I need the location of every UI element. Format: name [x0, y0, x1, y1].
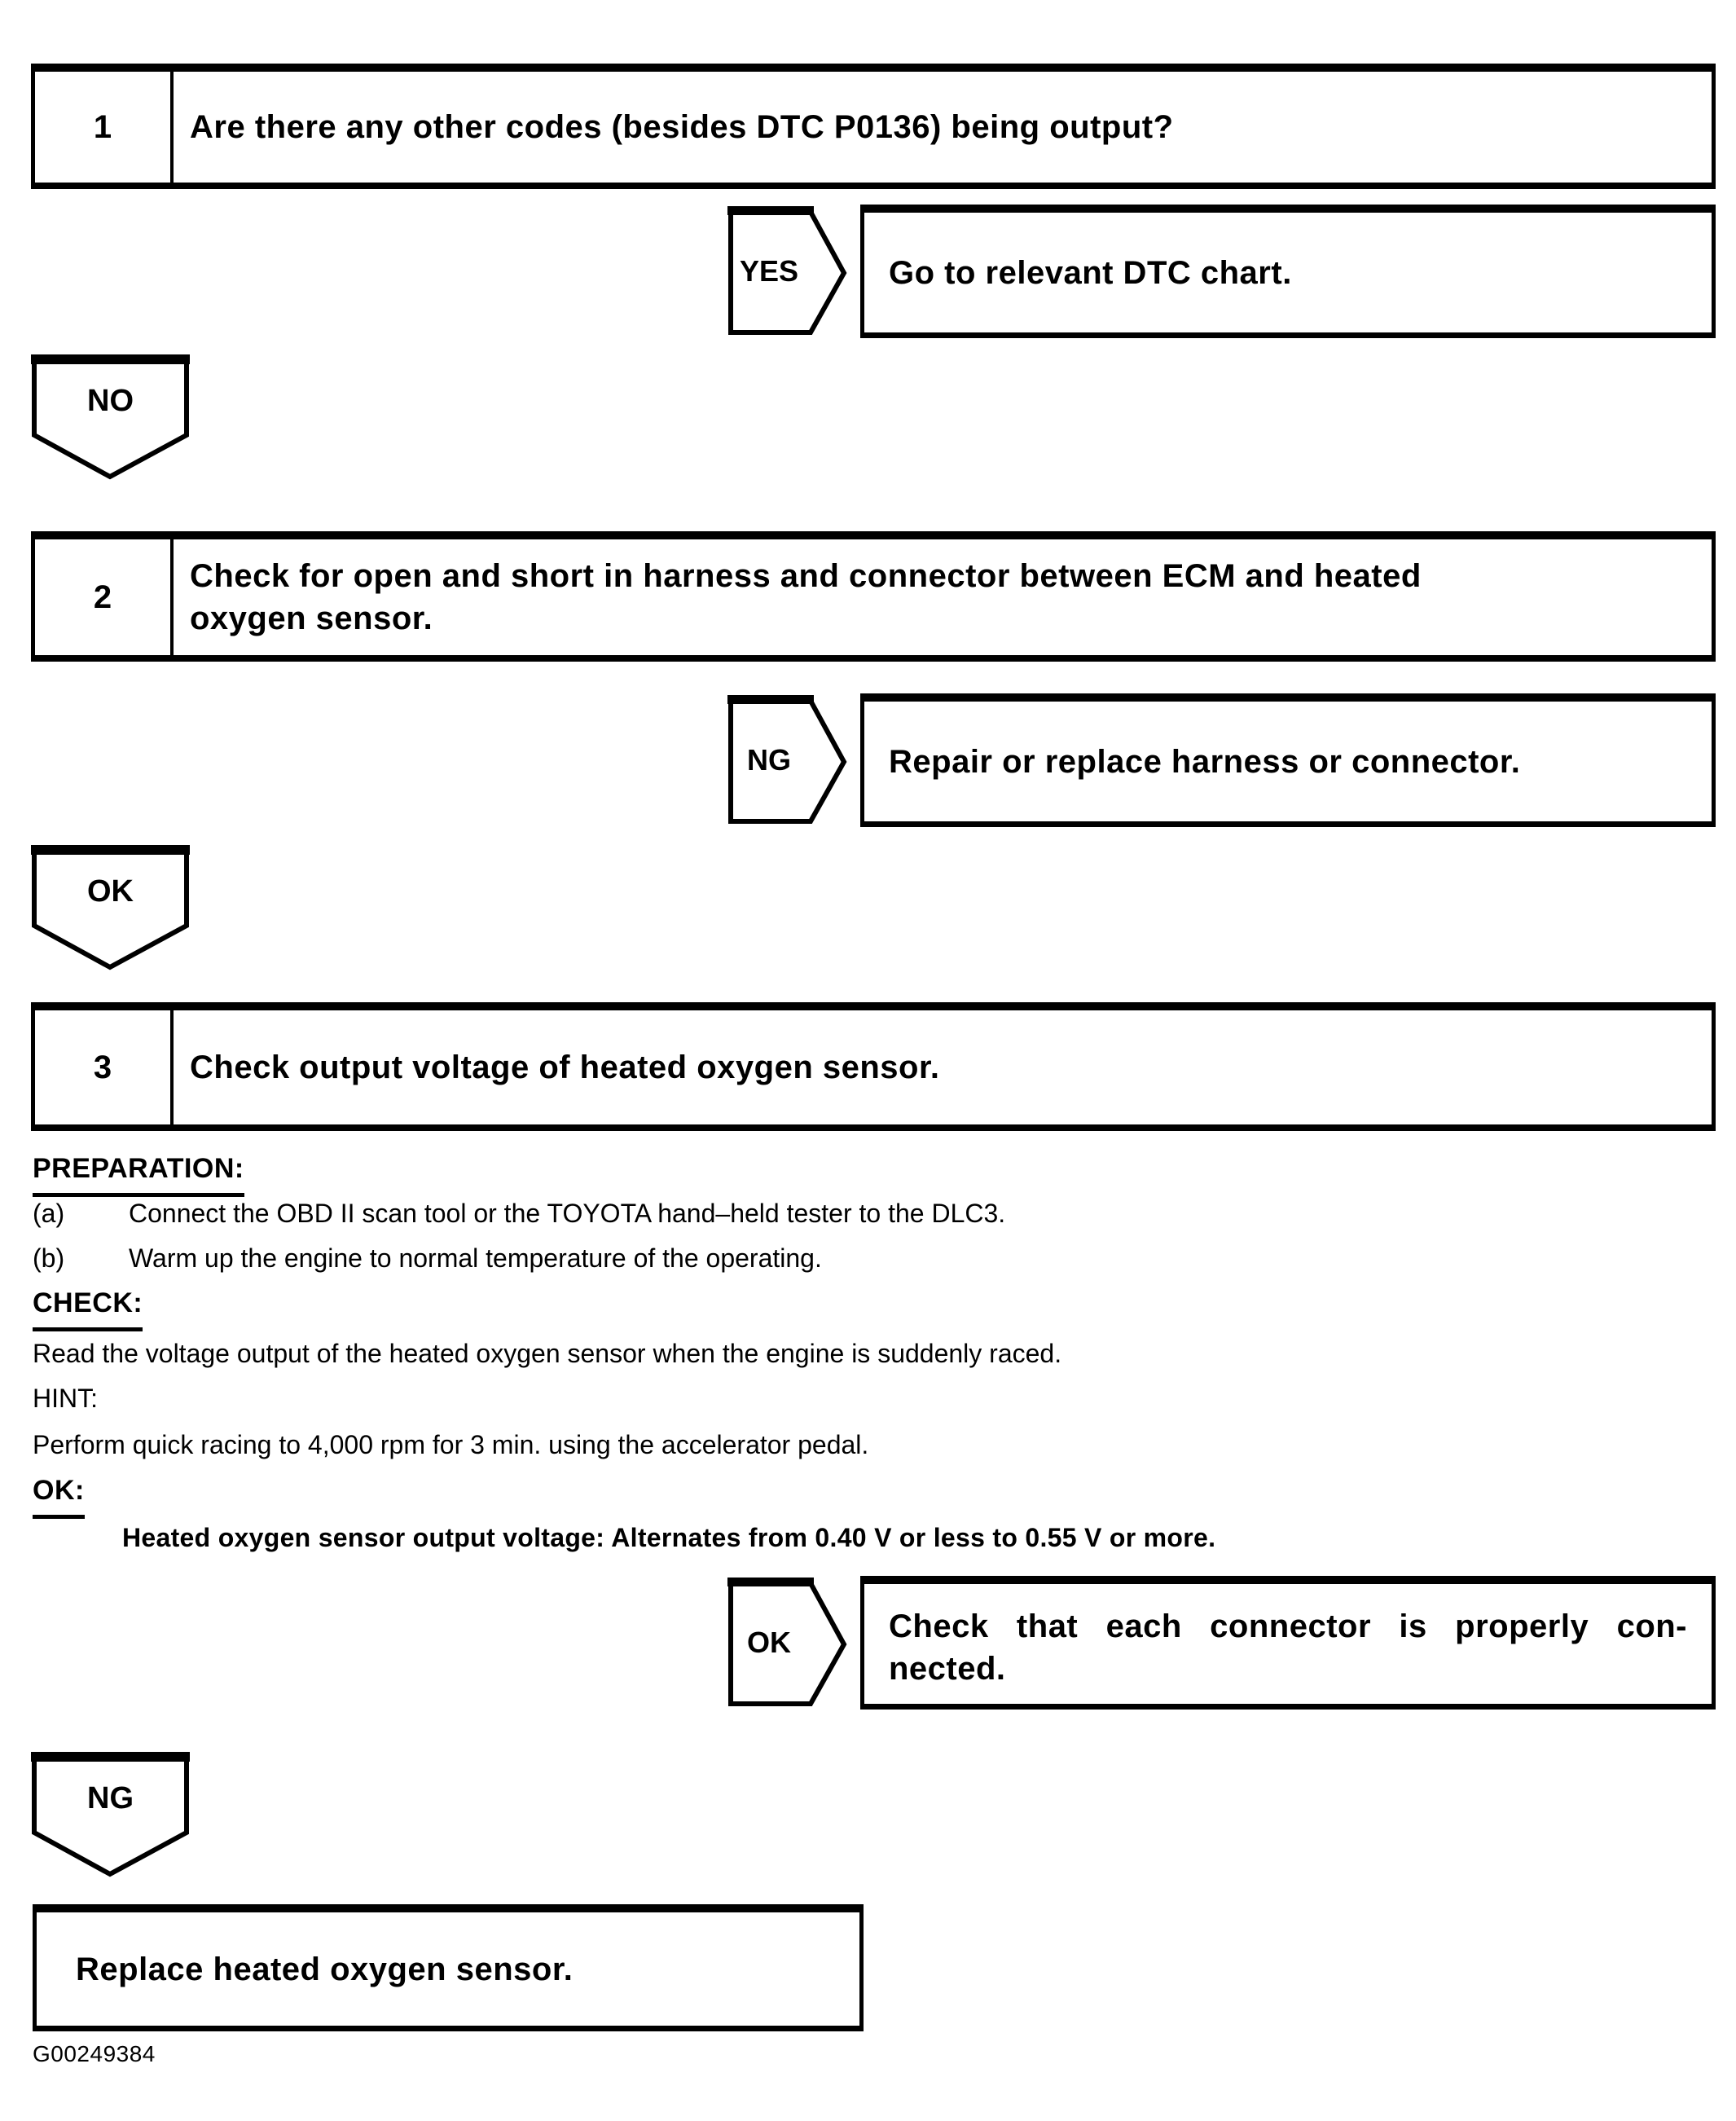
final-action-box: Replace heated oxygen sensor.	[33, 1904, 864, 2031]
hint-text: Perform quick racing to 4,000 rpm for 3 …	[33, 1430, 869, 1459]
ok-spec-text: Heated oxygen sensor output voltage: Alt…	[122, 1523, 1216, 1552]
item-a-label: (a)	[33, 1199, 65, 1228]
hint-text-line: Perform quick racing to 4,000 rpm for 3 …	[33, 1428, 868, 1462]
yes-connector-label: YES	[739, 254, 799, 288]
step-2-box: 2 Check for open and short in harness an…	[31, 531, 1716, 662]
pentagon-down-shape	[31, 845, 190, 970]
ok-connector-right: OK	[727, 1578, 848, 1708]
step-2-title: Check for open and short in harness and …	[174, 539, 1712, 655]
step-3-box: 3 Check output voltage of heated oxygen …	[31, 1002, 1716, 1131]
check-heading: CHECK:	[33, 1286, 143, 1331]
final-action-text: Replace heated oxygen sensor.	[76, 1951, 574, 1987]
check-heading-line: CHECK:	[33, 1286, 143, 1331]
item-b-text: Warm up the engine to normal temperature…	[129, 1243, 822, 1273]
step-1-title: Are there any other codes (besides DTC P…	[174, 72, 1712, 183]
ok-heading: OK:	[33, 1473, 85, 1519]
check-text-line: Read the voltage output of the heated ox…	[33, 1336, 1061, 1371]
step-1-title-line-1: Are there any other codes (besides DTC P…	[190, 109, 1174, 145]
ng-connector-down: NG	[31, 1752, 190, 1880]
pentagon-right-shape	[727, 695, 847, 824]
ok-connector-right-label: OK	[747, 1626, 791, 1659]
hint-heading-line: HINT:	[33, 1381, 98, 1415]
ng-connector-down-label: NG	[87, 1781, 134, 1815]
pentagon-right-shape	[727, 1578, 847, 1706]
preparation-heading-line: PREPARATION:	[33, 1151, 244, 1197]
pentagon-down-shape	[31, 354, 190, 480]
figure-id: G00249384	[33, 2041, 156, 2066]
ok-connector-down-label: OK	[87, 874, 134, 909]
step-3-number: 3	[35, 1010, 174, 1124]
step-3-title: Check output voltage of heated oxygen se…	[174, 1010, 1712, 1124]
ok-heading-line: OK:	[33, 1473, 85, 1519]
ng-connector-right-label: NG	[747, 743, 791, 777]
step-2-title-line-1: Check for open and short in harness and …	[190, 558, 1422, 594]
step-3-title-line-1: Check output voltage of heated oxygen se…	[190, 1049, 940, 1085]
ng-action-box: Repair or replace harness or connector.	[860, 693, 1716, 827]
yes-action-text: Go to relevant DTC chart.	[889, 254, 1292, 291]
ok-action-text-line-1: Check that each connector is properly co…	[889, 1608, 1687, 1644]
step-1-box: 1 Are there any other codes (besides DTC…	[31, 64, 1716, 189]
pentagon-right-shape	[727, 206, 847, 335]
ok-action-text-line-2: nected.	[889, 1651, 1006, 1687]
ng-connector-right: NG	[727, 695, 848, 825]
yes-action-box: Go to relevant DTC chart.	[860, 205, 1716, 338]
ok-connector-down: OK	[31, 845, 190, 973]
check-text: Read the voltage output of the heated ox…	[33, 1339, 1062, 1368]
preparation-item-a: (a) Connect the OBD II scan tool or the T…	[33, 1196, 1005, 1230]
no-connector-label: NO	[87, 384, 134, 418]
ok-spec-line: Heated oxygen sensor output voltage: Alt…	[122, 1520, 1215, 1555]
step-2-title-line-2: oxygen sensor.	[190, 601, 433, 636]
item-b-label: (b)	[33, 1243, 65, 1273]
hint-heading: HINT:	[33, 1384, 98, 1413]
item-a-text: Connect the OBD II scan tool or the TOYO…	[129, 1199, 1006, 1228]
step-2-number: 2	[35, 539, 174, 655]
no-connector: NO	[31, 354, 190, 482]
preparation-item-b: (b) Warm up the engine to normal temperat…	[33, 1241, 822, 1275]
step-1-number: 1	[35, 72, 174, 183]
pentagon-down-shape	[31, 1752, 190, 1877]
preparation-heading: PREPARATION:	[33, 1151, 244, 1197]
ok-action-box: Check that each connector is properly co…	[860, 1576, 1716, 1710]
yes-connector: YES	[727, 206, 848, 337]
ng-action-text: Repair or replace harness or connector.	[889, 743, 1521, 780]
